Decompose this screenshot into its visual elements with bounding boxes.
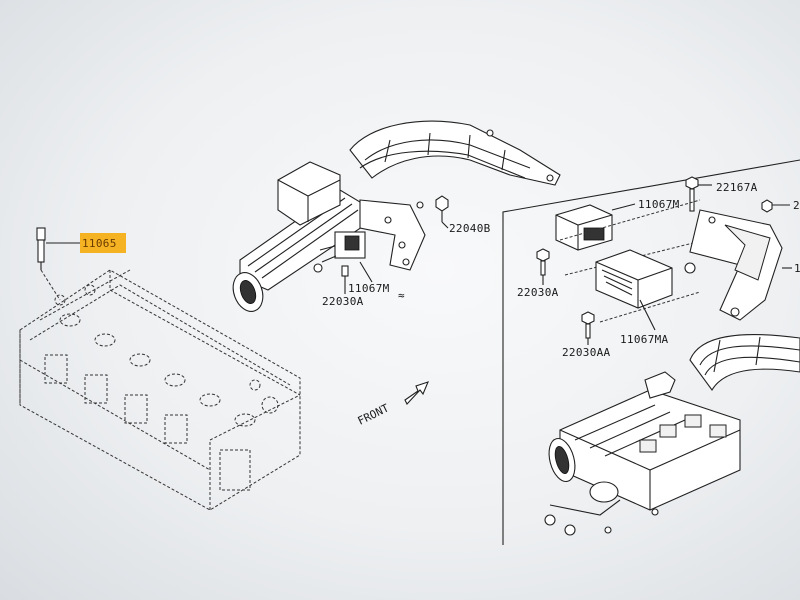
- bolt-22030a-right: [536, 248, 550, 285]
- part-number-22040b: 22040B: [449, 222, 491, 235]
- egr-cooler-assembly: [232, 120, 561, 312]
- glow-plug: [36, 227, 80, 301]
- part-number-22030a-right: 22030A: [517, 286, 559, 299]
- part-highlight: [80, 233, 126, 253]
- part-number-11065: 11065: [82, 237, 117, 250]
- part-number-11067m-right: 11067M: [638, 198, 680, 211]
- part-number-22030aa: 22030AA: [562, 346, 611, 359]
- nut-top-right: [761, 199, 790, 213]
- part-number-cut-off: 2: [793, 199, 800, 212]
- mount-line: [599, 291, 701, 323]
- inset-frame: [502, 159, 800, 545]
- bolt-22030aa: [581, 311, 595, 345]
- nut-22040b: [435, 195, 449, 229]
- bolt-22167a: [685, 176, 712, 212]
- part-number-22167a: 22167A: [716, 181, 758, 194]
- module-11067ma: [595, 249, 673, 331]
- front-arrow-icon: [404, 381, 429, 405]
- mounting-bracket-right: [684, 209, 792, 321]
- cylinder-head-block: [19, 269, 301, 511]
- mount-line: [559, 199, 701, 241]
- leader-11067m-upper: [359, 261, 373, 283]
- front-label: FRONT: [356, 401, 392, 427]
- egr-cooler-assembly-lower: [544, 333, 800, 536]
- part-number-11067m-upper: 11067M: [348, 282, 390, 295]
- small-mark: ≈: [398, 289, 405, 302]
- sensor-11067m-right: [555, 203, 636, 251]
- part-number-22030a-upper: 22030A: [322, 295, 364, 308]
- part-number-cut-off-lower: 1: [794, 262, 800, 275]
- part-number-11067ma: 11067MA: [620, 333, 669, 346]
